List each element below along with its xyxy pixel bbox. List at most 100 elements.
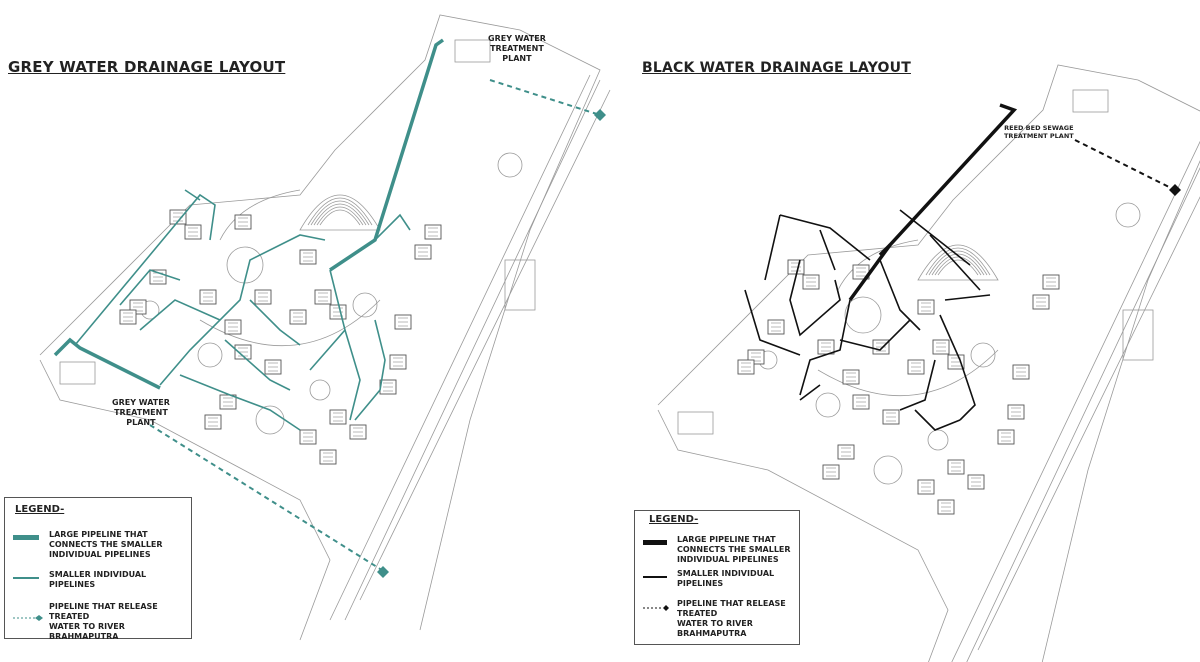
- large-pipeline: [329, 38, 445, 272]
- small-pipeline: [764, 214, 781, 281]
- cottage-hatch: [1016, 367, 1026, 377]
- outfall-diamond: [377, 566, 389, 578]
- legend-label: PIPELINE THAT RELEASE TREATED WATER TO R…: [677, 599, 786, 638]
- cottage-hatch: [303, 252, 313, 262]
- cottage-hatch: [393, 357, 403, 367]
- cottage-hatch: [841, 447, 851, 457]
- grey-water-pipelines: [53, 38, 606, 578]
- small-pipeline: [249, 299, 301, 346]
- cottage-hatch: [323, 452, 333, 462]
- path-curve: [817, 349, 999, 396]
- plaza-circle: [873, 455, 903, 485]
- large-pipeline: [53, 337, 161, 390]
- small-pipeline: [939, 314, 976, 421]
- amphitheatre-step: [937, 259, 979, 276]
- outfall-diamond: [594, 109, 606, 121]
- amphitheatre-step: [925, 247, 991, 276]
- cottage-hatch: [418, 247, 428, 257]
- amphitheatre-step: [319, 209, 361, 226]
- amphitheatre-step: [931, 253, 985, 276]
- small-pipeline: [839, 319, 911, 351]
- grey-water-site-plan: [39, 14, 611, 641]
- small-pipeline: [944, 294, 991, 301]
- cottage-hatch: [921, 482, 931, 492]
- cottage-hatch: [188, 227, 198, 237]
- large-pipeline: [878, 243, 892, 257]
- small-pipeline: [184, 189, 201, 201]
- cottage-hatch: [1036, 297, 1046, 307]
- small-pipe-swatch: [643, 576, 667, 578]
- small-pipeline: [779, 214, 871, 261]
- cottage-hatch: [123, 312, 133, 322]
- grey-water-title: GREY WATER DRAINAGE LAYOUT: [8, 58, 286, 76]
- pavilion-building: [1122, 309, 1154, 361]
- plaza-circle: [497, 152, 523, 178]
- amphitheatre-step: [316, 206, 364, 226]
- cottage-hatch: [238, 217, 248, 227]
- small-pipeline: [354, 319, 386, 421]
- amphitheatre-step: [934, 256, 982, 276]
- road-lines: [329, 74, 611, 621]
- cottage-hatch: [223, 397, 233, 407]
- cottage-hatch: [1046, 277, 1056, 287]
- small-pipeline: [374, 213, 411, 241]
- cottage-hatch: [741, 362, 751, 372]
- black-legend: LEGEND- LARGE PIPELINE THAT CONNECTS THE…: [634, 510, 800, 645]
- small-pipeline: [929, 234, 981, 291]
- cottage-hatch: [856, 397, 866, 407]
- cottage-hatch: [303, 432, 313, 442]
- cottage-hatch: [428, 227, 438, 237]
- cottage-hatch: [353, 427, 363, 437]
- small-pipeline: [914, 409, 961, 431]
- small-pipeline: [799, 299, 851, 396]
- legend-label: SMALLER INDIVIDUAL PIPELINES: [49, 570, 147, 589]
- small-pipeline: [789, 259, 841, 337]
- plaza-circle: [197, 342, 223, 368]
- release-pipe-swatch: [643, 605, 669, 611]
- black-water-pipelines: [744, 103, 1181, 431]
- treatment-plant-building: [454, 39, 491, 63]
- cottage-hatch: [228, 322, 238, 332]
- small-pipeline: [139, 299, 221, 331]
- legend-label: LARGE PIPELINE THAT CONNECTS THE SMALLER…: [677, 535, 791, 564]
- cottage-hatch: [771, 322, 781, 332]
- cottage-hatch: [826, 467, 836, 477]
- site-edge: [657, 409, 949, 662]
- grey-plant-top-label: GREY WATER TREATMENT PLANT: [488, 34, 546, 63]
- cottage-hatch: [821, 342, 831, 352]
- small-pipeline: [899, 359, 936, 411]
- large-pipeline: [848, 103, 1018, 302]
- path-curve: [199, 299, 381, 346]
- cottage-hatch: [971, 477, 981, 487]
- road-lines: [951, 140, 1200, 662]
- cottage-hatch: [1011, 407, 1021, 417]
- legend-heading: LEGEND-: [15, 504, 65, 515]
- amphitheatre-step: [307, 197, 373, 226]
- cottage-hatch: [941, 502, 951, 512]
- cottage-hatch: [936, 342, 946, 352]
- cottage-hatch: [1001, 432, 1011, 442]
- cottage-hatch: [856, 267, 866, 277]
- release-pipeline: [149, 424, 386, 573]
- cottage-hatch: [383, 382, 393, 392]
- small-pipeline: [819, 229, 836, 271]
- cottage-hatch: [268, 362, 278, 372]
- large-pipe-swatch: [643, 540, 667, 545]
- grey-legend: LEGEND- LARGE PIPELINE THAT CONNECTS THE…: [4, 497, 192, 641]
- cottage-hatch: [203, 292, 213, 302]
- small-pipeline: [159, 234, 326, 386]
- cottage-hatch: [208, 417, 218, 427]
- legend-label: LARGE PIPELINE THAT CONNECTS THE SMALLER…: [49, 530, 163, 559]
- small-pipeline: [224, 339, 291, 391]
- cottage-hatch: [911, 362, 921, 372]
- amphitheatre-step: [310, 200, 370, 226]
- small-pipeline: [179, 374, 301, 431]
- small-pipeline: [344, 329, 361, 421]
- plaza-circle: [844, 296, 882, 334]
- outfall-diamond: [1169, 184, 1181, 196]
- black-water-title: BLACK WATER DRAINAGE LAYOUT: [642, 60, 911, 76]
- small-pipeline: [119, 269, 181, 306]
- plaza-circle: [352, 292, 378, 318]
- large-pipe-swatch: [13, 535, 39, 540]
